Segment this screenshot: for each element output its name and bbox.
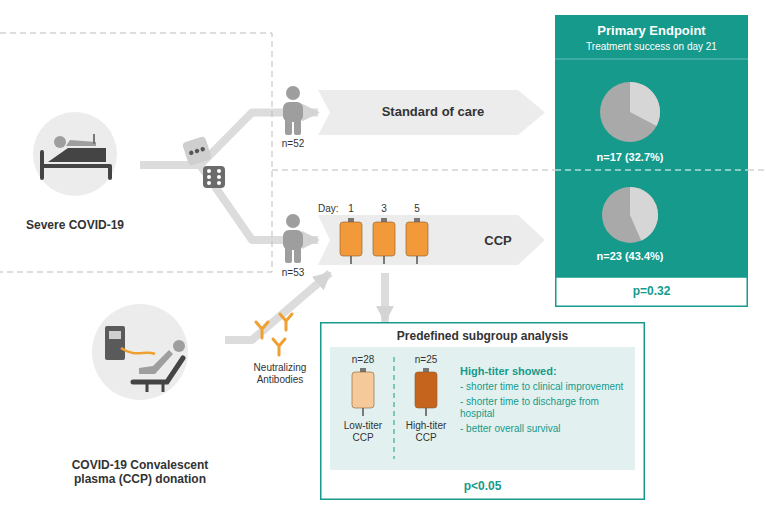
bag-group (415, 368, 437, 416)
bag-tube (362, 408, 364, 416)
node-shape (396, 352, 456, 464)
p-value: p<0.05 (320, 479, 645, 493)
panel-heading: Predefined subgroup analysis (320, 329, 645, 343)
finding-item: - shorter time to discharge from hospita… (460, 396, 632, 420)
patient-bed-icon (42, 134, 110, 178)
antibody-icon (256, 314, 292, 355)
bag-group (340, 218, 428, 264)
subgroup-panel: Predefined subgroup analysis p<0.05 High-t… (320, 322, 645, 500)
day-number: 5 (411, 203, 423, 215)
day-number: 3 (378, 203, 390, 215)
plasma-bag (340, 222, 362, 256)
band-arrow (318, 215, 545, 265)
flow-arrow (381, 273, 389, 322)
bag-tube (350, 256, 352, 264)
p-value: p=0.32 (555, 284, 748, 298)
panel-fill (555, 15, 748, 277)
count-label: n=52 (276, 138, 310, 150)
subgroup-area: High-titer showed: - shorter time to clin… (330, 347, 635, 470)
count-label: n=25 (396, 354, 456, 366)
findings-heading: High-titer showed: (460, 365, 632, 378)
bag-tube (425, 408, 427, 416)
node-label: COVID-19 Convalescent plasma (CCP) donat… (65, 458, 215, 487)
p-value-strip (556, 277, 748, 306)
plasma-bag (373, 222, 395, 256)
count-label: n=28 (334, 354, 392, 366)
flow-arrow (140, 165, 318, 240)
dice-icon (182, 136, 225, 188)
bag-group (352, 368, 374, 416)
node-shape (334, 352, 392, 464)
arm-label: Standard of care (338, 104, 528, 120)
bag-label: Low-titer CCP (334, 420, 392, 444)
result-value: n=23 (43.4%) (555, 250, 705, 263)
day-label: Day: (318, 203, 344, 215)
plasma-bag-node: n=25High-titer CCP (396, 352, 456, 464)
arm-band: Standard of care (318, 90, 545, 135)
arm-label: CCP (468, 233, 528, 249)
person-icon (283, 214, 303, 263)
subgroup-fill (330, 347, 635, 470)
finding-item: - better overall survival (460, 423, 632, 435)
panel-subheading: Treatment success on day 21 (555, 41, 748, 53)
result-value: n=17 (32.7%) (555, 151, 705, 164)
finding-item: - shorter time to clinical improvement (460, 381, 632, 393)
icon-circle (33, 112, 117, 196)
patient-icon-node: Severe COVID-19 (10, 104, 140, 240)
icon-circle (92, 304, 188, 400)
flow-arrow (140, 113, 318, 166)
flow-arrow (225, 273, 330, 340)
day-number: 1 (345, 203, 357, 215)
dashed-divider (555, 170, 748, 171)
donation-icon (105, 326, 185, 392)
bag-label: High-titer CCP (396, 420, 456, 444)
dashed-divider (394, 357, 395, 459)
pie-chart (600, 82, 660, 142)
plasma-bag (352, 372, 374, 408)
count-label: n=53 (276, 267, 310, 279)
arm-band: Day:1 3 5CCP (318, 203, 545, 273)
bag-tube (416, 256, 418, 264)
header-rule (555, 59, 748, 60)
pie-chart (602, 187, 658, 243)
panel-heading: Primary Endpoint (555, 23, 748, 39)
plasma-bag (415, 372, 437, 408)
text-column: High-titer showed: - shorter time to clin… (460, 365, 632, 438)
panel-border (321, 323, 645, 500)
bag-tube (383, 256, 385, 264)
band-arrow (318, 90, 545, 135)
plasma-bag-node: n=28Low-titer CCP (334, 352, 392, 464)
node-label: Severe COVID-19 (10, 218, 140, 232)
person-icon (283, 86, 303, 135)
donation-icon-node: COVID-19 Convalescent plasma (CCP) donat… (55, 300, 225, 496)
endpoint-panel: Primary EndpointTreatment success on day… (555, 15, 748, 307)
antibody-label: Neutralizing Antibodies (238, 362, 322, 386)
plasma-bag (406, 222, 428, 256)
